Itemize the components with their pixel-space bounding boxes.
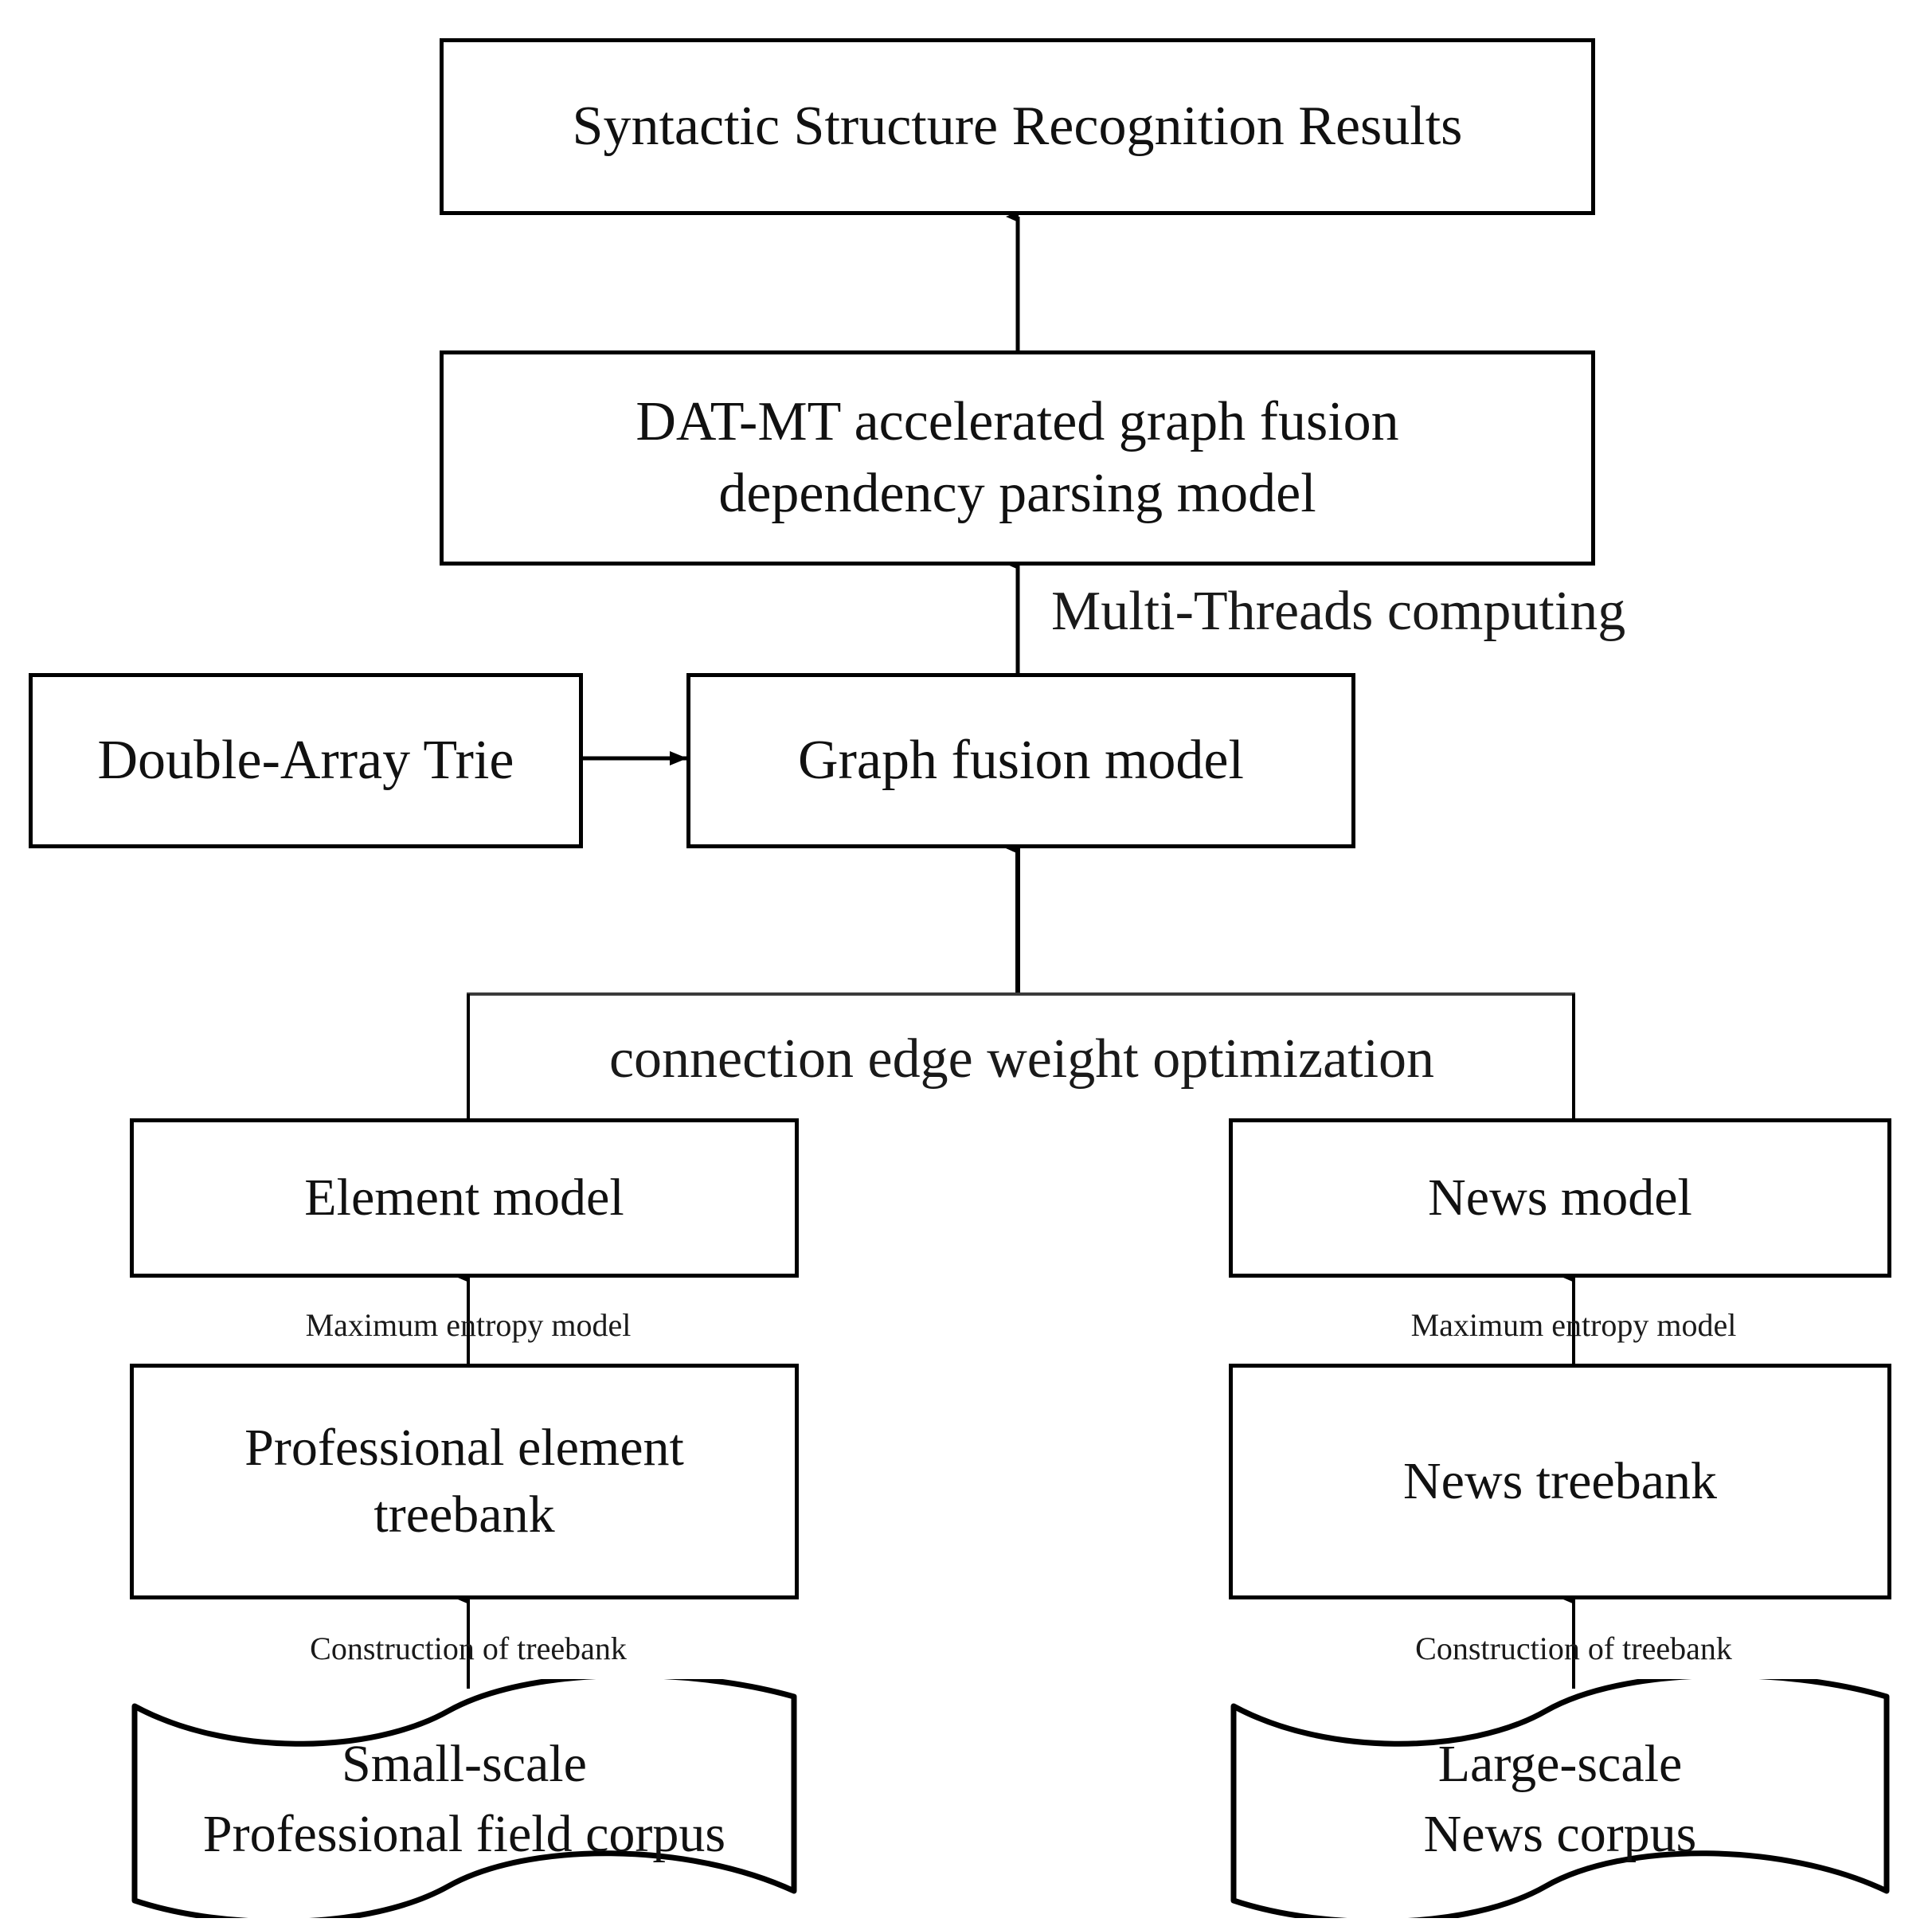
- node-professional-element-treebank-label: Professional element treebank: [244, 1418, 684, 1544]
- node-news-treebank[interactable]: News treebank: [1229, 1364, 1891, 1599]
- node-double-array-trie[interactable]: Double-Array Trie: [29, 673, 583, 848]
- node-news-treebank-label: News treebank: [1402, 1451, 1717, 1510]
- edge-label-construction-of-treebank-right: Construction of treebank: [1415, 1631, 1732, 1666]
- node-dat-mt-label: DAT-MT accelerated graph fusion dependen…: [636, 391, 1399, 524]
- node-results[interactable]: Syntactic Structure Recognition Results: [440, 38, 1595, 215]
- node-news-model-label: News model: [1428, 1168, 1692, 1227]
- node-large-scale-news-corpus-label: Large-scale News corpus: [1423, 1734, 1697, 1863]
- edge-label-maximum-entropy-model-left: Maximum entropy model: [305, 1307, 632, 1343]
- edge-label-connection-edge-weight-optimization: connection edge weight optimization: [608, 1028, 1435, 1090]
- node-element-model-label: Element model: [304, 1168, 624, 1227]
- node-double-array-trie-label: Double-Array Trie: [97, 730, 514, 792]
- small-corpus-shape: [131, 1679, 797, 1918]
- node-dat-mt[interactable]: DAT-MT accelerated graph fusion dependen…: [440, 350, 1595, 566]
- large-corpus-shape: [1230, 1679, 1890, 1918]
- node-element-model[interactable]: Element model: [130, 1118, 799, 1278]
- node-small-scale-professional-field-corpus-label: Small-scale Professional field corpus: [202, 1734, 726, 1863]
- node-large-scale-news-corpus[interactable]: Large-scale News corpus: [1229, 1695, 1891, 1904]
- node-news-model[interactable]: News model: [1229, 1118, 1891, 1278]
- edge-label-multi-threads: Multi-Threads computing: [1051, 581, 1626, 642]
- node-graph-fusion-model-label: Graph fusion model: [798, 730, 1244, 792]
- edge-label-construction-of-treebank-left: Construction of treebank: [310, 1631, 627, 1666]
- node-graph-fusion-model[interactable]: Graph fusion model: [686, 673, 1355, 848]
- node-small-scale-professional-field-corpus[interactable]: Small-scale Professional field corpus: [130, 1695, 799, 1904]
- edge-label-maximum-entropy-model-right: Maximum entropy model: [1410, 1307, 1737, 1343]
- node-professional-element-treebank[interactable]: Professional element treebank: [130, 1364, 799, 1599]
- node-results-label: Syntactic Structure Recognition Results: [572, 96, 1463, 158]
